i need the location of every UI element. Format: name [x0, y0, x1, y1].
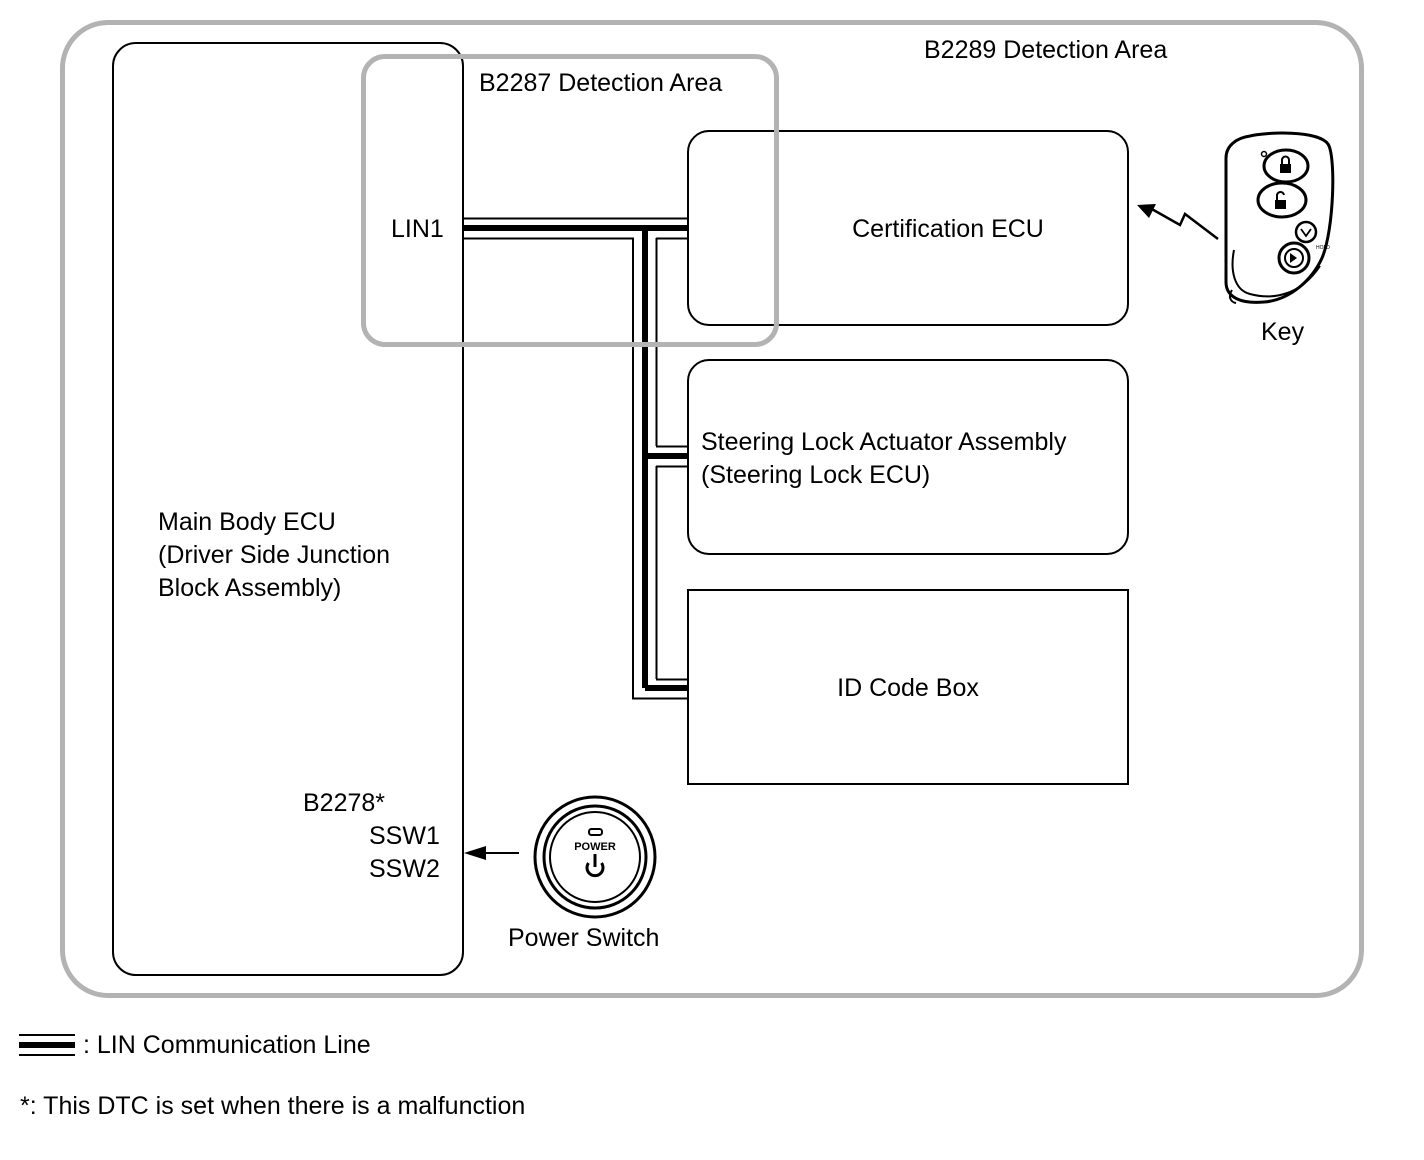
power-button-text: POWER [574, 841, 616, 853]
lin-line-legend-label: : LIN Communication Line [83, 1031, 371, 1059]
b2289-area-label: B2289 Detection Area [924, 36, 1168, 64]
hold-text: HOLD [1316, 245, 1330, 251]
steering-lock-ecu-box [687, 359, 1129, 555]
b2287-area-label: B2287 Detection Area [479, 69, 723, 97]
certification-ecu-label: Certification ECU [852, 214, 1044, 243]
key-label: Key [1261, 318, 1305, 346]
main-body-ecu-line-2: (Driver Side Junction [158, 541, 391, 569]
certification-ecu-box: Certification ECU [687, 130, 1129, 326]
steering-lock-line-2: (Steering Lock ECU) [701, 461, 931, 489]
ssw2-terminal-label: SSW2 [369, 855, 440, 883]
main-body-ecu-line-1: Main Body ECU [158, 508, 336, 536]
dtc-b2278-label: B2278* [303, 789, 386, 817]
lin1-terminal-label: LIN1 [391, 215, 444, 243]
main-body-ecu-box [112, 42, 464, 976]
lin-line-legend-symbol [19, 1034, 75, 1056]
power-switch-icon: POWER [533, 795, 657, 919]
main-body-ecu-line-3: Block Assembly) [158, 574, 342, 602]
ssw1-terminal-label: SSW1 [369, 822, 440, 850]
smart-key-icon: HOLD [1224, 131, 1335, 304]
id-code-box: ID Code Box [687, 589, 1129, 785]
id-code-box-label: ID Code Box [837, 673, 979, 702]
steering-lock-line-1: Steering Lock Actuator Assembly [701, 428, 1067, 456]
dtc-note: *: This DTC is set when there is a malfu… [20, 1092, 526, 1120]
power-switch-label: Power Switch [508, 924, 660, 952]
